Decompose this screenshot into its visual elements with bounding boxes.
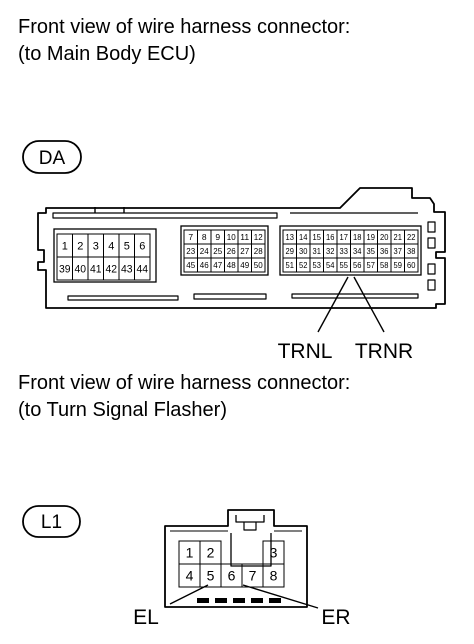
pin-number: 20 xyxy=(380,233,389,242)
pin-number: 6 xyxy=(228,568,236,584)
pin-number: 5 xyxy=(124,240,130,252)
connector-l1-code: L1 xyxy=(41,512,62,533)
pin-block-frame xyxy=(53,228,157,283)
pin-block-frame xyxy=(279,225,422,276)
pin-number: 2 xyxy=(207,545,215,561)
signal-label-trnr: TRNR xyxy=(355,340,413,363)
pin-number: 8 xyxy=(202,232,207,242)
pin-block-frame xyxy=(180,225,269,276)
pin-number: 41 xyxy=(90,263,102,275)
caption-line-1: Front view of wire harness connector: xyxy=(18,372,351,394)
signal-label-er: ER xyxy=(321,606,350,629)
pin-number: 5 xyxy=(207,568,215,584)
pin-number: 10 xyxy=(227,232,236,242)
pin-number: 42 xyxy=(105,263,117,275)
pin-number: 32 xyxy=(326,247,335,256)
pin-number: 58 xyxy=(380,261,389,270)
pin-number: 34 xyxy=(353,247,362,256)
pin-number: 49 xyxy=(240,260,249,270)
pin-number: 39 xyxy=(59,263,71,275)
pin-number: 37 xyxy=(394,247,403,256)
pin-number: 35 xyxy=(367,247,376,256)
signal-label-el: EL xyxy=(133,606,159,629)
pin-number: 48 xyxy=(227,260,236,270)
pin-number: 40 xyxy=(74,263,86,275)
caption-line-2: (to Turn Signal Flasher) xyxy=(18,399,227,421)
pin-number: 6 xyxy=(139,240,145,252)
pin-number: 9 xyxy=(215,232,220,242)
connector-da-code: DA xyxy=(39,148,66,169)
pin-number: 53 xyxy=(313,261,322,270)
pin-number: 18 xyxy=(353,233,362,242)
pin-number: 25 xyxy=(213,246,222,256)
caption-turn-signal-flasher: Front view of wire harness connector: (t… xyxy=(18,370,350,424)
pin-number: 59 xyxy=(394,261,403,270)
pin-number: 17 xyxy=(340,233,349,242)
connector-l1-id: L1 xyxy=(22,505,81,538)
pin-number: 52 xyxy=(299,261,308,270)
pin-number: 3 xyxy=(270,545,278,561)
pin-number: 24 xyxy=(200,246,209,256)
pin-number: 57 xyxy=(367,261,376,270)
pin-number: 46 xyxy=(200,260,209,270)
pin-number: 33 xyxy=(340,247,349,256)
pin-number: 1 xyxy=(186,545,194,561)
pin-cell xyxy=(134,256,151,281)
pin-number: 13 xyxy=(286,233,295,242)
pin-number: 45 xyxy=(186,260,195,270)
pin-number: 38 xyxy=(407,247,416,256)
pin-number: 54 xyxy=(326,261,335,270)
pin-cell xyxy=(251,257,266,273)
caption-line-2: (to Main Body ECU) xyxy=(18,43,196,65)
pin-number: 31 xyxy=(313,247,322,256)
pin-number: 55 xyxy=(340,261,349,270)
pin-number: 8 xyxy=(270,568,278,584)
pin-number: 3 xyxy=(93,240,99,252)
pin-number: 12 xyxy=(254,232,263,242)
connector-l1-housing xyxy=(164,509,308,608)
pin-number: 14 xyxy=(299,233,308,242)
pin-number: 56 xyxy=(353,261,362,270)
pin-number: 28 xyxy=(254,246,263,256)
pin-number: 44 xyxy=(136,263,148,275)
pin-number: 43 xyxy=(121,263,133,275)
pin-number: 7 xyxy=(249,568,257,584)
pin-number: 15 xyxy=(313,233,322,242)
pin-number: 47 xyxy=(213,260,222,270)
pin-number: 21 xyxy=(394,233,403,242)
pin-number: 50 xyxy=(254,260,263,270)
pin-number: 27 xyxy=(240,246,249,256)
pin-number: 16 xyxy=(326,233,335,242)
pin-cell xyxy=(262,563,285,588)
pin-number: 19 xyxy=(367,233,376,242)
pin-number: 22 xyxy=(407,233,416,242)
connector-da-leaders xyxy=(317,276,385,333)
pin-number: 1 xyxy=(62,240,68,252)
pin-number: 4 xyxy=(108,240,114,252)
connector-l1-leaders xyxy=(169,584,319,609)
pin-number: 2 xyxy=(77,240,83,252)
pin-number: 51 xyxy=(286,261,295,270)
signal-label-trnl: TRNL xyxy=(278,340,333,363)
caption-line-1: Front view of wire harness connector: xyxy=(18,16,351,38)
pin-number: 36 xyxy=(380,247,389,256)
pin-number: 29 xyxy=(286,247,295,256)
pin-number: 60 xyxy=(407,261,416,270)
pin-number: 11 xyxy=(240,232,249,242)
caption-main-body-ecu: Front view of wire harness connector: (t… xyxy=(18,14,350,68)
connector-da-id: DA xyxy=(22,140,82,174)
pin-number: 23 xyxy=(186,246,195,256)
pin-number: 30 xyxy=(299,247,308,256)
pin-cell xyxy=(404,257,419,273)
pin-number: 7 xyxy=(188,232,193,242)
pin-number: 4 xyxy=(186,568,194,584)
pin-number: 26 xyxy=(227,246,236,256)
connector-da-housing xyxy=(37,187,446,309)
